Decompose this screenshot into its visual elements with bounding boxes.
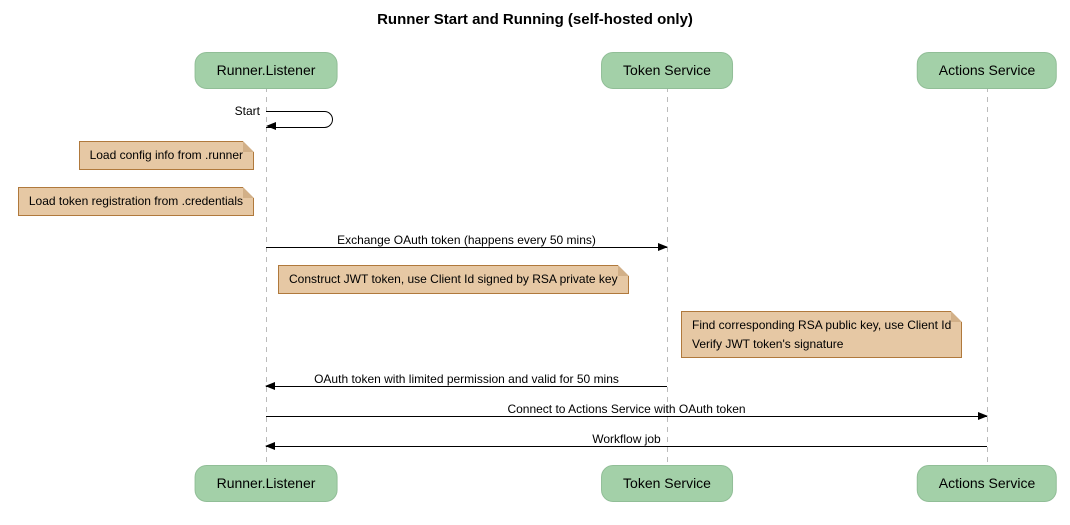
participant-token-service-top: Token Service bbox=[601, 52, 733, 89]
arrowhead-left-icon bbox=[266, 122, 276, 130]
note-fold-icon bbox=[243, 187, 254, 198]
note-text: Load config info from .runner bbox=[89, 148, 243, 162]
message-line bbox=[266, 243, 668, 251]
note-text-line-2: Verify JWT token's signature bbox=[692, 337, 844, 351]
lifeline-actions-service bbox=[987, 87, 988, 465]
note-fold-icon bbox=[617, 265, 629, 276]
participant-actions-service-top: Actions Service bbox=[916, 52, 1058, 89]
message-connect-actions-service: Connect to Actions Service with OAuth to… bbox=[266, 402, 988, 420]
diagram-title: Runner Start and Running (self-hosted on… bbox=[377, 11, 693, 28]
message-workflow-job: Workflow job bbox=[265, 432, 987, 450]
message-start-label: Start bbox=[234, 104, 260, 118]
note-verify-jwt: Find corresponding RSA public key, use C… bbox=[681, 311, 963, 358]
arrowhead-right-icon bbox=[978, 412, 988, 420]
arrowhead-right-icon bbox=[658, 243, 668, 251]
participant-actions-service-bottom: Actions Service bbox=[916, 465, 1058, 502]
message-label: Exchange OAuth token (happens every 50 m… bbox=[337, 233, 596, 247]
message-line bbox=[265, 442, 987, 450]
arrowhead-left-icon bbox=[265, 382, 275, 390]
participant-token-service-bottom: Token Service bbox=[601, 465, 733, 502]
note-load-config: Load config info from .runner bbox=[78, 141, 254, 170]
message-oauth-token-response: OAuth token with limited permission and … bbox=[265, 372, 667, 390]
message-label: OAuth token with limited permission and … bbox=[314, 372, 619, 386]
note-fold-icon bbox=[243, 141, 254, 152]
message-label: Connect to Actions Service with OAuth to… bbox=[507, 402, 746, 416]
message-label: Workflow job bbox=[592, 432, 661, 446]
arrowhead-left-icon bbox=[265, 442, 275, 450]
participant-runner-listener-bottom: Runner.Listener bbox=[194, 465, 338, 502]
lifeline-runner-listener bbox=[266, 87, 267, 465]
note-fold-icon bbox=[951, 311, 963, 322]
note-text: Load token registration from .credential… bbox=[28, 194, 243, 208]
note-text: Construct JWT token, use Client Id signe… bbox=[289, 272, 618, 286]
note-load-token-registration: Load token registration from .credential… bbox=[17, 187, 254, 216]
self-loop-start bbox=[266, 111, 333, 128]
note-text-line-1: Find corresponding RSA public key, use C… bbox=[692, 318, 952, 332]
message-exchange-oauth-token: Exchange OAuth token (happens every 50 m… bbox=[266, 233, 668, 251]
message-line bbox=[266, 412, 988, 420]
participant-runner-listener-top: Runner.Listener bbox=[194, 52, 338, 89]
message-line bbox=[265, 382, 667, 390]
lifeline-token-service bbox=[667, 87, 668, 465]
note-construct-jwt: Construct JWT token, use Client Id signe… bbox=[278, 265, 629, 294]
